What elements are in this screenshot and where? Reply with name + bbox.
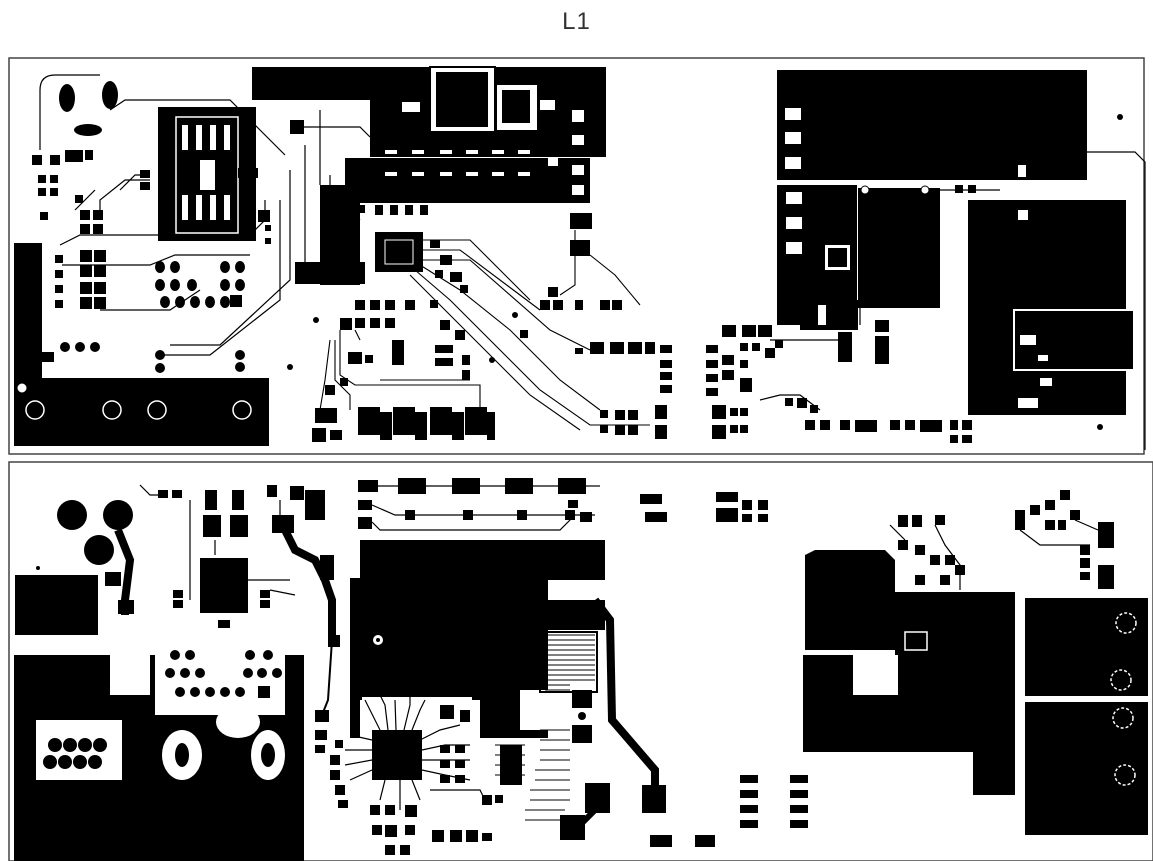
top-layer-panel bbox=[8, 57, 1146, 455]
bottom-layer-panel bbox=[8, 461, 1153, 861]
layer-title: L1 bbox=[562, 8, 591, 35]
